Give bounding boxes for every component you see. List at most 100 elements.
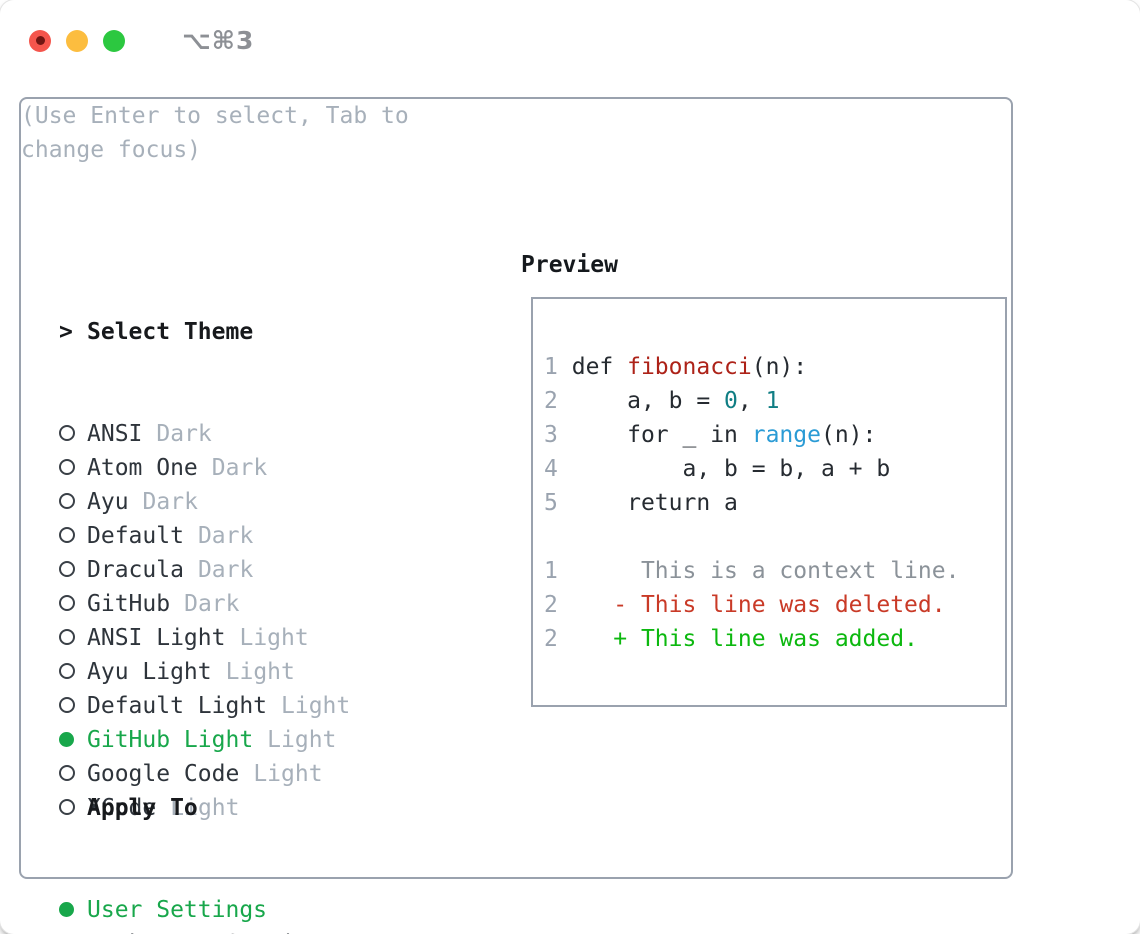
apply-to-header: Apply To	[59, 791, 336, 825]
option-label: Default	[87, 523, 184, 549]
token-code: for _ in	[571, 422, 752, 448]
token-code: a, b = b, a + b	[571, 456, 891, 482]
token-context: This is a context line.	[571, 558, 960, 584]
apply-to-option[interactable]: User Settings	[59, 893, 336, 927]
option-label: Dracula	[87, 557, 184, 583]
token-code: a, b =	[571, 388, 725, 414]
option-label: Workspace Settings	[87, 927, 336, 934]
radio-icon	[59, 663, 75, 679]
window-title: ⌥⌘3	[182, 26, 255, 55]
code-line: 2 + This line was added.	[544, 622, 1005, 656]
radio-icon	[59, 493, 75, 509]
radio-icon	[59, 765, 75, 781]
radio-selected-icon	[59, 731, 74, 747]
theme-option[interactable]: Default Light Light	[59, 689, 350, 723]
option-variant-label: Dark	[197, 557, 254, 583]
token-code: ,	[737, 388, 766, 414]
theme-option[interactable]: Ayu Dark	[59, 485, 350, 519]
option-label: GitHub	[87, 591, 171, 617]
theme-option[interactable]: Google Code Light	[59, 757, 350, 791]
option-variant-label: Light	[239, 625, 309, 651]
option-label: Google Code	[87, 761, 240, 787]
token-num_lit: 1	[765, 388, 780, 414]
code-line: 1 This is a context line.	[544, 554, 1005, 588]
option-variant-label: Dark	[156, 421, 212, 447]
option-label: GitHub Light	[87, 727, 254, 753]
theme-list-title: Select Theme	[87, 319, 254, 345]
theme-option[interactable]: Dracula Dark	[59, 553, 350, 587]
radio-icon	[59, 629, 75, 645]
theme-option[interactable]: GitHub Dark	[59, 587, 350, 621]
option-variant-label: Dark	[142, 489, 198, 515]
code-line: 3 for _ in range(n):	[544, 418, 1005, 452]
token-added: + This line was added.	[571, 626, 918, 652]
line-number: 2	[544, 592, 558, 618]
radio-icon	[59, 799, 75, 815]
apply-to-title: Apply To	[87, 795, 198, 821]
apply-to-option[interactable]: Workspace Settings	[59, 927, 336, 934]
option-variant-label: Light	[170, 795, 240, 821]
line-number: 3	[544, 422, 558, 448]
line-number: 2	[544, 626, 558, 652]
token-code: (n):	[820, 422, 877, 448]
help-hint: (Use Enter to select, Tab to change focu…	[21, 99, 1011, 167]
option-variant-label: Light	[225, 659, 295, 685]
code-line: 2 a, b = 0, 1	[544, 384, 1005, 418]
line-number: 1	[544, 354, 558, 380]
zoom-button[interactable]	[103, 29, 125, 52]
theme-option[interactable]: Ayu Light Light	[59, 655, 350, 689]
code-line	[544, 520, 1005, 554]
radio-icon	[59, 697, 75, 713]
theme-option[interactable]: ANSI Light Light	[59, 621, 350, 655]
token-num_lit: 0	[724, 388, 738, 414]
titlebar: ⌥⌘3	[29, 26, 254, 55]
hint-line-2: change focus)	[21, 137, 202, 163]
option-variant-label: Dark	[197, 523, 254, 549]
token-func: fibonacci	[627, 354, 752, 380]
option-label: Default Light	[87, 693, 268, 719]
line-number: 4	[544, 456, 558, 482]
option-variant-label: Light	[267, 727, 337, 753]
preview-title: Preview	[521, 252, 618, 278]
token-builtin: range	[751, 422, 821, 448]
code-line: 1 def fibonacci(n):	[544, 350, 1005, 384]
token-code: return a	[571, 490, 738, 516]
caret-icon: >	[59, 319, 73, 345]
token-code: def	[571, 354, 628, 380]
option-label: Ayu	[87, 489, 129, 515]
code-line: 4 a, b = b, a + b	[544, 452, 1005, 486]
theme-option[interactable]: GitHub Light Light	[59, 723, 350, 757]
radio-icon	[59, 459, 75, 475]
option-label: ANSI Light	[87, 625, 226, 651]
radio-selected-icon	[59, 901, 74, 917]
close-button[interactable]	[29, 29, 51, 52]
line-number: 5	[544, 490, 558, 516]
option-variant-label: Light	[281, 693, 351, 719]
apply-to-panel: Apply To User SettingsWorkspace Settings	[59, 723, 336, 934]
token-code: (n):	[751, 354, 808, 380]
minimize-button[interactable]	[66, 29, 88, 52]
option-variant-label: Dark	[184, 591, 240, 617]
radio-icon	[59, 527, 75, 543]
radio-icon	[59, 425, 75, 441]
theme-option[interactable]: ANSI Dark	[59, 417, 350, 451]
apply-to-list: User SettingsWorkspace Settings	[59, 893, 336, 934]
option-label: ANSI	[87, 421, 143, 447]
option-variant-label: Light	[253, 761, 323, 787]
option-label: Ayu Light	[87, 659, 212, 685]
hint-line-1: (Use Enter to select, Tab to	[21, 103, 409, 129]
theme-option[interactable]: Default Dark	[59, 519, 350, 553]
line-number: 1	[544, 558, 558, 584]
line-number: 2	[544, 388, 558, 414]
token-deleted: - This line was deleted.	[571, 592, 946, 618]
code-line: 2 - This line was deleted.	[544, 588, 1005, 622]
code-line: 5 return a	[544, 486, 1005, 520]
option-label: User Settings	[87, 897, 268, 923]
